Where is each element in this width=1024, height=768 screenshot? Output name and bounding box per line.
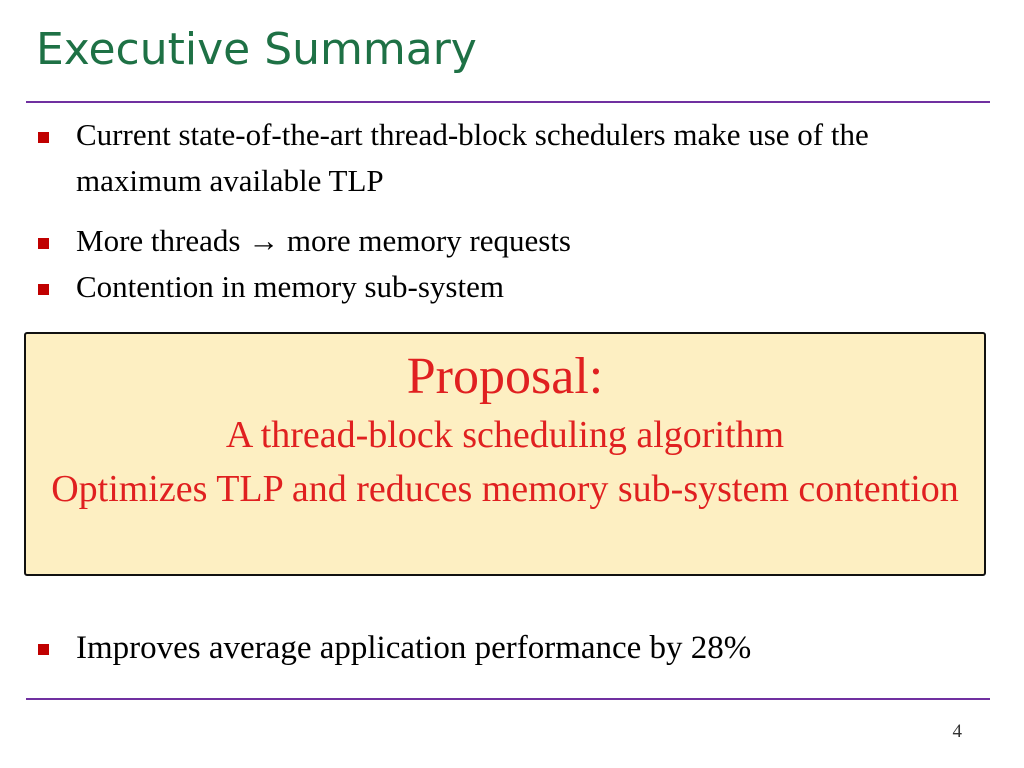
bullet-text: More threads → more memory requests xyxy=(76,223,572,258)
page-number: 4 xyxy=(952,721,963,742)
bullet-item: Contention in memory sub-system xyxy=(38,264,968,310)
square-bullet-icon xyxy=(38,132,49,143)
square-bullet-icon xyxy=(38,644,49,655)
bullet-text: Current state-of-the-art thread-block sc… xyxy=(76,117,869,198)
bullet-text: Contention in memory sub-system xyxy=(76,269,504,304)
title-divider xyxy=(26,101,990,103)
footer-divider xyxy=(26,698,990,700)
proposal-callout: Proposal: A thread-block scheduling algo… xyxy=(24,332,986,576)
proposal-line: Optimizes TLP and reduces memory sub-sys… xyxy=(51,468,959,510)
result-text: Improves average application performance… xyxy=(76,630,752,666)
slide-title: Executive Summary xyxy=(36,24,477,75)
square-bullet-icon xyxy=(38,238,49,249)
bullet-list: Current state-of-the-art thread-block sc… xyxy=(38,112,968,310)
result-bullet: Improves average application performance… xyxy=(38,624,751,672)
bullet-item: Current state-of-the-art thread-block sc… xyxy=(38,112,968,204)
proposal-heading: Proposal: xyxy=(406,348,604,405)
proposal-line: A thread-block scheduling algorithm xyxy=(225,414,785,456)
square-bullet-icon xyxy=(38,284,49,295)
bullet-item: More threads → more memory requests xyxy=(38,218,968,264)
